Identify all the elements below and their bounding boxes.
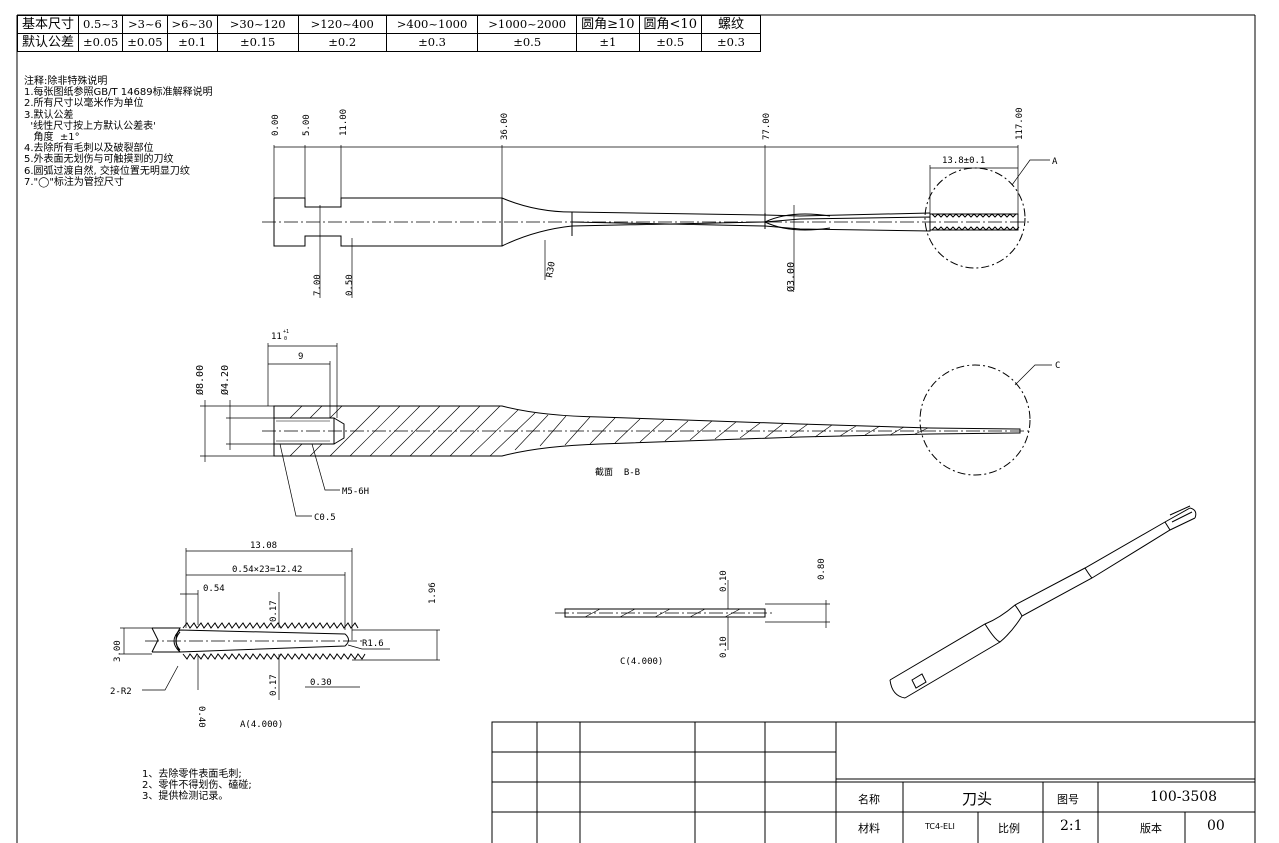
dim-text: 0.50 [345, 274, 355, 296]
thread-callout: M5-6H [342, 487, 369, 497]
detail-a-dims: 13.08 0.54×23=12.42 0.54 0.17 0.17 1.96 … [110, 541, 438, 730]
material-value: TC4-ELI [925, 822, 955, 831]
radius-2-r2: 2-R2 [110, 687, 132, 697]
material-label: 材料 [858, 822, 880, 835]
main-view-dims: 0.00 5.00 11.00 36.00 77.00 117.00 7.00 … [271, 107, 1058, 296]
note-line: 1.每张图纸参照GB/T 14689标准解释说明 [24, 87, 213, 99]
notes-block: 注释:除非特殊说明 1.每张图纸参照GB/T 14689标准解释说明 2.所有尺… [24, 76, 213, 188]
dia-8: Ø8.00 [194, 365, 206, 395]
isometric-view [889, 505, 1197, 699]
dim-0-17-top: 0.17 [269, 600, 279, 622]
part-name: 刀头 [962, 790, 993, 808]
dim-text: 7.00 [313, 274, 323, 296]
dim-13-08: 13.08 [250, 541, 277, 551]
note-line: 4.去除所有毛刺以及破裂部位 [24, 143, 154, 155]
requirement-line: 3、提供检测记录。 [142, 791, 229, 802]
note-line: '线性尺寸按上方默认公差表' [24, 120, 156, 132]
dim-0-10-top: 0.10 [719, 570, 729, 592]
thread-length-text: 13.8±0.1 [942, 156, 985, 166]
size-cell: 圆角<10 [638, 15, 702, 34]
main-view [262, 145, 1050, 298]
dim-11-tol-lower: 0 [284, 336, 287, 342]
detail-a-label: A(4.000) [240, 720, 283, 730]
tolerance-size-row: 基本尺寸 0.5~3 >3~6 >6~30 >30~120 >120~400 >… [16, 15, 761, 34]
note-line: 6.圆弧过渡自然, 交接位置无明显刀纹 [24, 165, 190, 177]
dim-0-54: 0.54 [203, 584, 225, 594]
radius-r1-6: R1.6 [362, 639, 384, 649]
row-label-tolerance: 默认公差 [16, 33, 80, 52]
tol-cell: ±0.3 [385, 33, 479, 52]
dim-text: 0.00 [271, 114, 281, 136]
size-cell: >30~120 [216, 15, 299, 34]
dim-text: 36.00 [500, 113, 510, 140]
dim-0-30: 0.30 [310, 678, 332, 688]
version-value: 00 [1207, 818, 1225, 834]
section-label: 截面 B-B [595, 466, 640, 478]
tol-cell: ±0.05 [122, 33, 168, 52]
diameter-text: Ø3.00 [785, 262, 797, 292]
dim-3-00: 3.00 [113, 640, 123, 662]
tol-cell: ±0.15 [216, 33, 299, 52]
radius-text: R30 [545, 261, 558, 279]
detail-callout-a: A [1052, 157, 1058, 167]
name-label: 名称 [858, 793, 880, 806]
note-line: 2.所有尺寸以毫米作为单位 [24, 98, 144, 110]
dim-0-80: 0.80 [817, 558, 827, 580]
detail-c-dims: 0.10 0.10 0.80 C(4.000) [620, 558, 827, 667]
dim-11: 11 [271, 332, 282, 342]
detail-a-view [120, 548, 440, 700]
tolerance-table: 基本尺寸 0.5~3 >3~6 >6~30 >30~120 >120~400 >… [16, 15, 761, 52]
drawing-no: 100-3508 [1150, 789, 1218, 805]
note-line: 角度 ±1° [24, 132, 80, 144]
scale-value: 2:1 [1060, 818, 1083, 834]
dim-text: 11.00 [339, 109, 349, 136]
dim-text: 77.00 [762, 113, 772, 140]
drawing-no-label: 图号 [1057, 793, 1079, 806]
detail-callout-c: C [1055, 361, 1060, 371]
requirements-block: 1、去除零件表面毛刺; 2、零件不得划伤、磕碰; 3、提供检测记录。 [142, 769, 252, 802]
detail-c-label: C(4.000) [620, 657, 663, 667]
tol-cell: ±0.2 [297, 33, 387, 52]
tol-cell: ±0.05 [78, 33, 124, 52]
tol-cell: ±0.5 [477, 33, 578, 52]
dim-0-17-bot: 0.17 [269, 674, 279, 696]
note-line: 3.默认公差 [24, 109, 74, 121]
tol-cell: ±0.3 [700, 33, 761, 52]
dim-text: 5.00 [302, 114, 312, 136]
dia-4-2: Ø4.20 [219, 365, 231, 395]
dim-text: 117.00 [1015, 107, 1025, 140]
dim-11-tol-upper: +1 [283, 329, 289, 335]
chamfer-callout: C0.5 [314, 513, 336, 523]
tol-cell: ±0.5 [638, 33, 702, 52]
section-view-dims: 11 +1 0 9 Ø8.00 Ø4.20 M5-6H C0.5 截面 B-B … [194, 329, 1060, 523]
requirement-line: 1、去除零件表面毛刺; [142, 769, 242, 780]
notes-title: 注释:除非特殊说明 [24, 76, 108, 87]
tol-cell: ±0.1 [166, 33, 218, 52]
tol-cell: ±1 [576, 33, 640, 52]
scale-label: 比例 [998, 822, 1020, 835]
dim-9: 9 [298, 352, 303, 362]
size-cell: >120~400 [297, 15, 387, 34]
detail-c-view [555, 580, 830, 650]
title-block-frame [491, 721, 1256, 843]
note-line: 7."◯"标注为管控尺寸 [24, 176, 124, 188]
note-line: 5.外表面无划伤与可触摸到的刀纹 [24, 154, 174, 166]
requirement-line: 2、零件不得划伤、磕碰; [142, 780, 252, 791]
tolerance-value-row: 默认公差 ±0.05 ±0.05 ±0.1 ±0.15 ±0.2 ±0.3 ±0… [16, 33, 761, 52]
section-view [200, 343, 1052, 517]
version-label: 版本 [1140, 822, 1162, 835]
dim-1-96: 1.96 [428, 582, 438, 604]
dim-0-40: 0.40 [196, 706, 206, 728]
dim-pitch: 0.54×23=12.42 [232, 565, 302, 575]
dim-0-10-bot: 0.10 [719, 636, 729, 658]
